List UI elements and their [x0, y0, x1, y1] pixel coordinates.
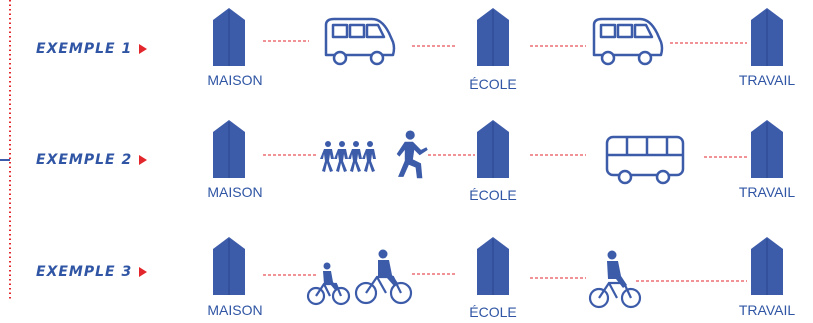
- row2-house-icon: [212, 119, 246, 179]
- row1-school-icon: [476, 7, 510, 67]
- row3-school-label: ÉCOLE: [469, 304, 517, 320]
- row3-arrow-icon: [139, 267, 147, 277]
- bus-icon: [605, 135, 685, 185]
- row1-home-label: MAISON: [207, 72, 263, 88]
- row1-connectors: [263, 40, 747, 47]
- row3-school-icon: [476, 236, 510, 296]
- row3-house-icon: [212, 236, 246, 296]
- row1-school-label: ÉCOLE: [469, 76, 517, 92]
- row2-label: EXEMPLE 2: [36, 152, 133, 168]
- row3-work-icon: [750, 236, 784, 296]
- row2-arrow-icon: [139, 155, 147, 165]
- row2-home-label: MAISON: [207, 184, 263, 200]
- cyclists-icon: [306, 249, 413, 306]
- row3-home-label: MAISON: [207, 302, 263, 318]
- row2-work-icon: [750, 119, 784, 179]
- row3-label: EXEMPLE 3: [36, 264, 133, 280]
- row3-connectors: [263, 273, 747, 282]
- row1-house-icon: [212, 7, 246, 67]
- row2-school-icon: [476, 119, 510, 179]
- cyclist-icon: [588, 250, 642, 309]
- row1-work-icon: [750, 7, 784, 67]
- walking-group-icon: [320, 130, 428, 179]
- row1-label: EXEMPLE 1: [36, 41, 133, 57]
- row1-arrow-icon: [139, 44, 147, 54]
- row1-work-label: TRAVAIL: [738, 72, 796, 88]
- row3-work-label: TRAVAIL: [738, 302, 796, 318]
- row2-work-label: TRAVAIL: [738, 184, 796, 200]
- car-icon: [324, 17, 396, 66]
- car-icon: [592, 17, 664, 66]
- row2-connectors: [263, 154, 747, 158]
- row2-school-label: ÉCOLE: [469, 187, 517, 203]
